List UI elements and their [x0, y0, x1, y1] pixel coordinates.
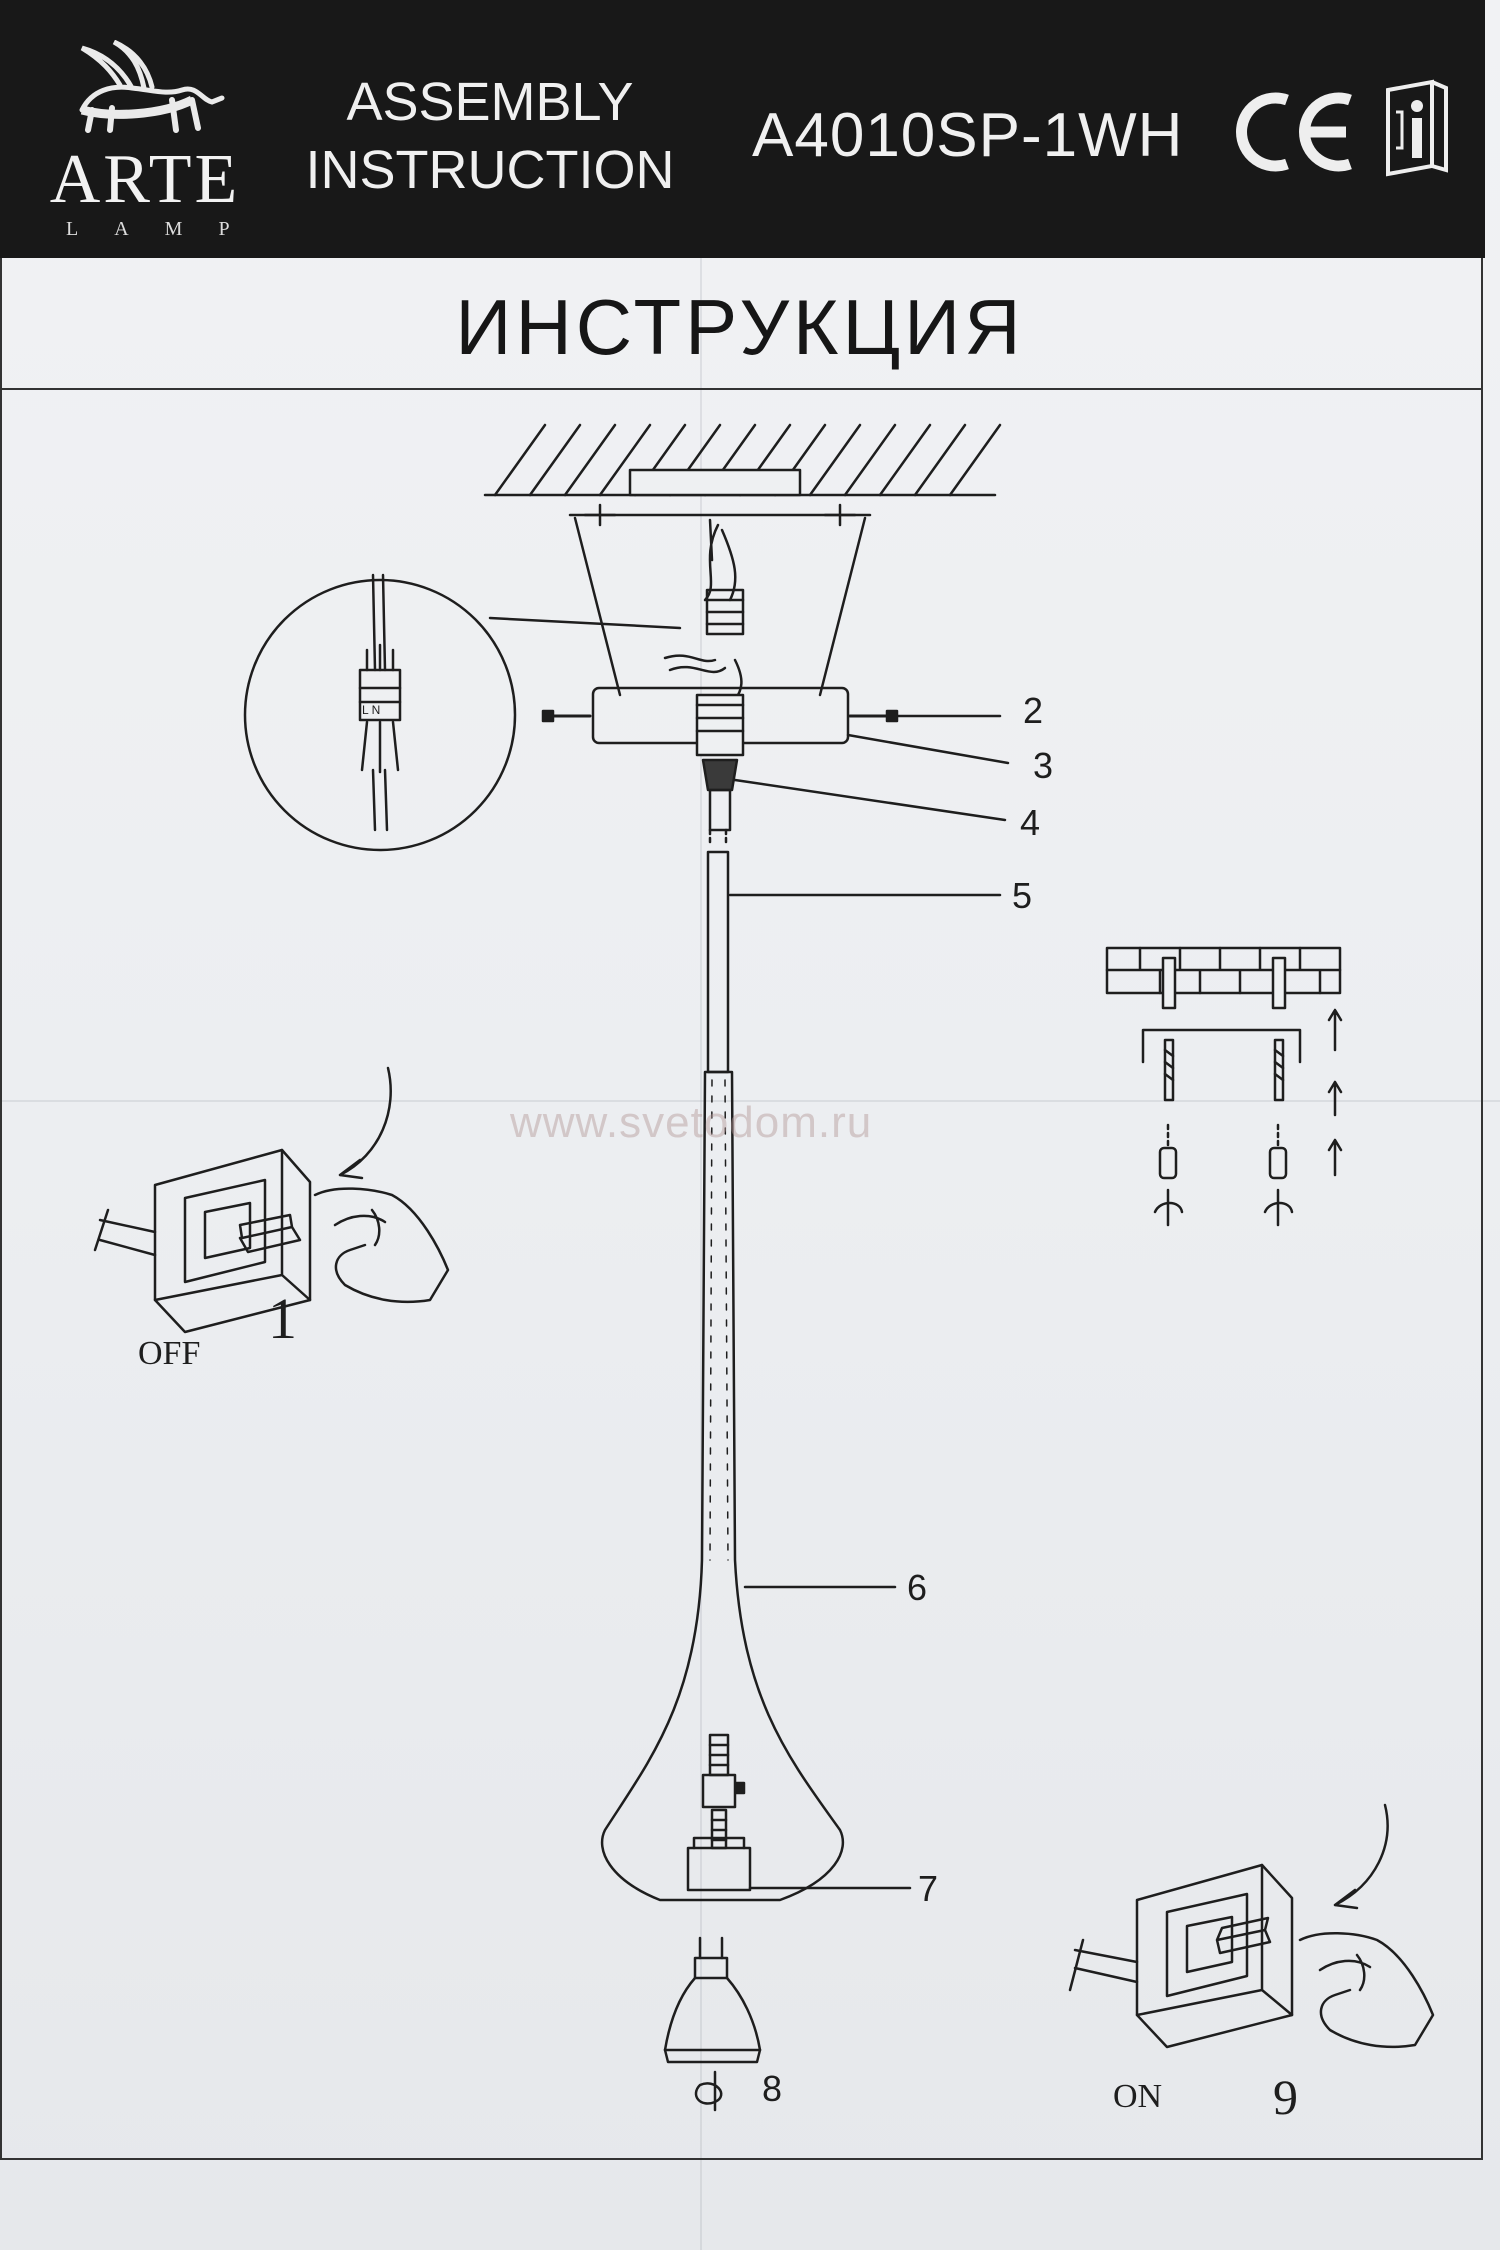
callout-6: 6	[907, 1567, 928, 1608]
fold-line-horizontal	[0, 1100, 1500, 1102]
callout-7: 7	[918, 1868, 939, 1909]
title-band	[0, 258, 1483, 390]
header-bar: ARTE LAMP ASSEMBLY INSTRUCTION A4010SP-1…	[0, 0, 1485, 258]
connector-detail	[243, 573, 682, 852]
ce-mark-icon	[1236, 92, 1352, 172]
brand-subtitle: LAMP	[66, 218, 266, 240]
suspension-rod	[706, 828, 730, 1074]
canopy	[541, 503, 899, 745]
title-line-2: INSTRUCTION	[305, 140, 675, 200]
ceiling-hatch	[483, 423, 1002, 497]
wiring	[663, 518, 745, 832]
lamp-shade	[600, 1070, 845, 1902]
model-number: A4010SP-1WH	[752, 101, 1184, 170]
manual-info-icon	[1386, 79, 1448, 177]
step-9-number: 9	[1273, 2069, 1298, 2125]
switch-off-illustration	[93, 1066, 450, 1334]
switch-on-illustration	[1068, 1803, 1435, 2049]
assembly-instruction-title: ASSEMBLY INSTRUCTION	[300, 68, 680, 204]
callout-4: 4	[1020, 802, 1041, 843]
brand-logo: ARTE LAMP	[30, 40, 260, 250]
griffin-logo-icon	[79, 40, 225, 133]
watermark: www.svetodom.ru	[510, 1098, 873, 1147]
connector-text: L N	[362, 703, 380, 717]
socket-assembly	[686, 1733, 752, 1892]
title-line-1: ASSEMBLY	[346, 72, 634, 132]
mounting-detail	[1105, 946, 1343, 1227]
gu10-bulb	[663, 1936, 762, 2064]
callout-5: 5	[1012, 875, 1033, 916]
callout-leaders	[694, 714, 1010, 2112]
callout-2: 2	[1023, 690, 1044, 731]
on-label: ON	[1113, 2078, 1163, 2115]
step-1-number: 1	[268, 1286, 297, 1351]
fold-line-vertical	[700, 0, 702, 2250]
callout-8: 8	[762, 2068, 783, 2109]
off-label: OFF	[138, 1335, 201, 1372]
callout-3: 3	[1033, 745, 1054, 786]
page-title: ИНСТРУКЦИЯ	[455, 283, 1025, 371]
brand-name: ARTE	[49, 141, 241, 218]
diagram-frame	[0, 390, 1483, 2160]
